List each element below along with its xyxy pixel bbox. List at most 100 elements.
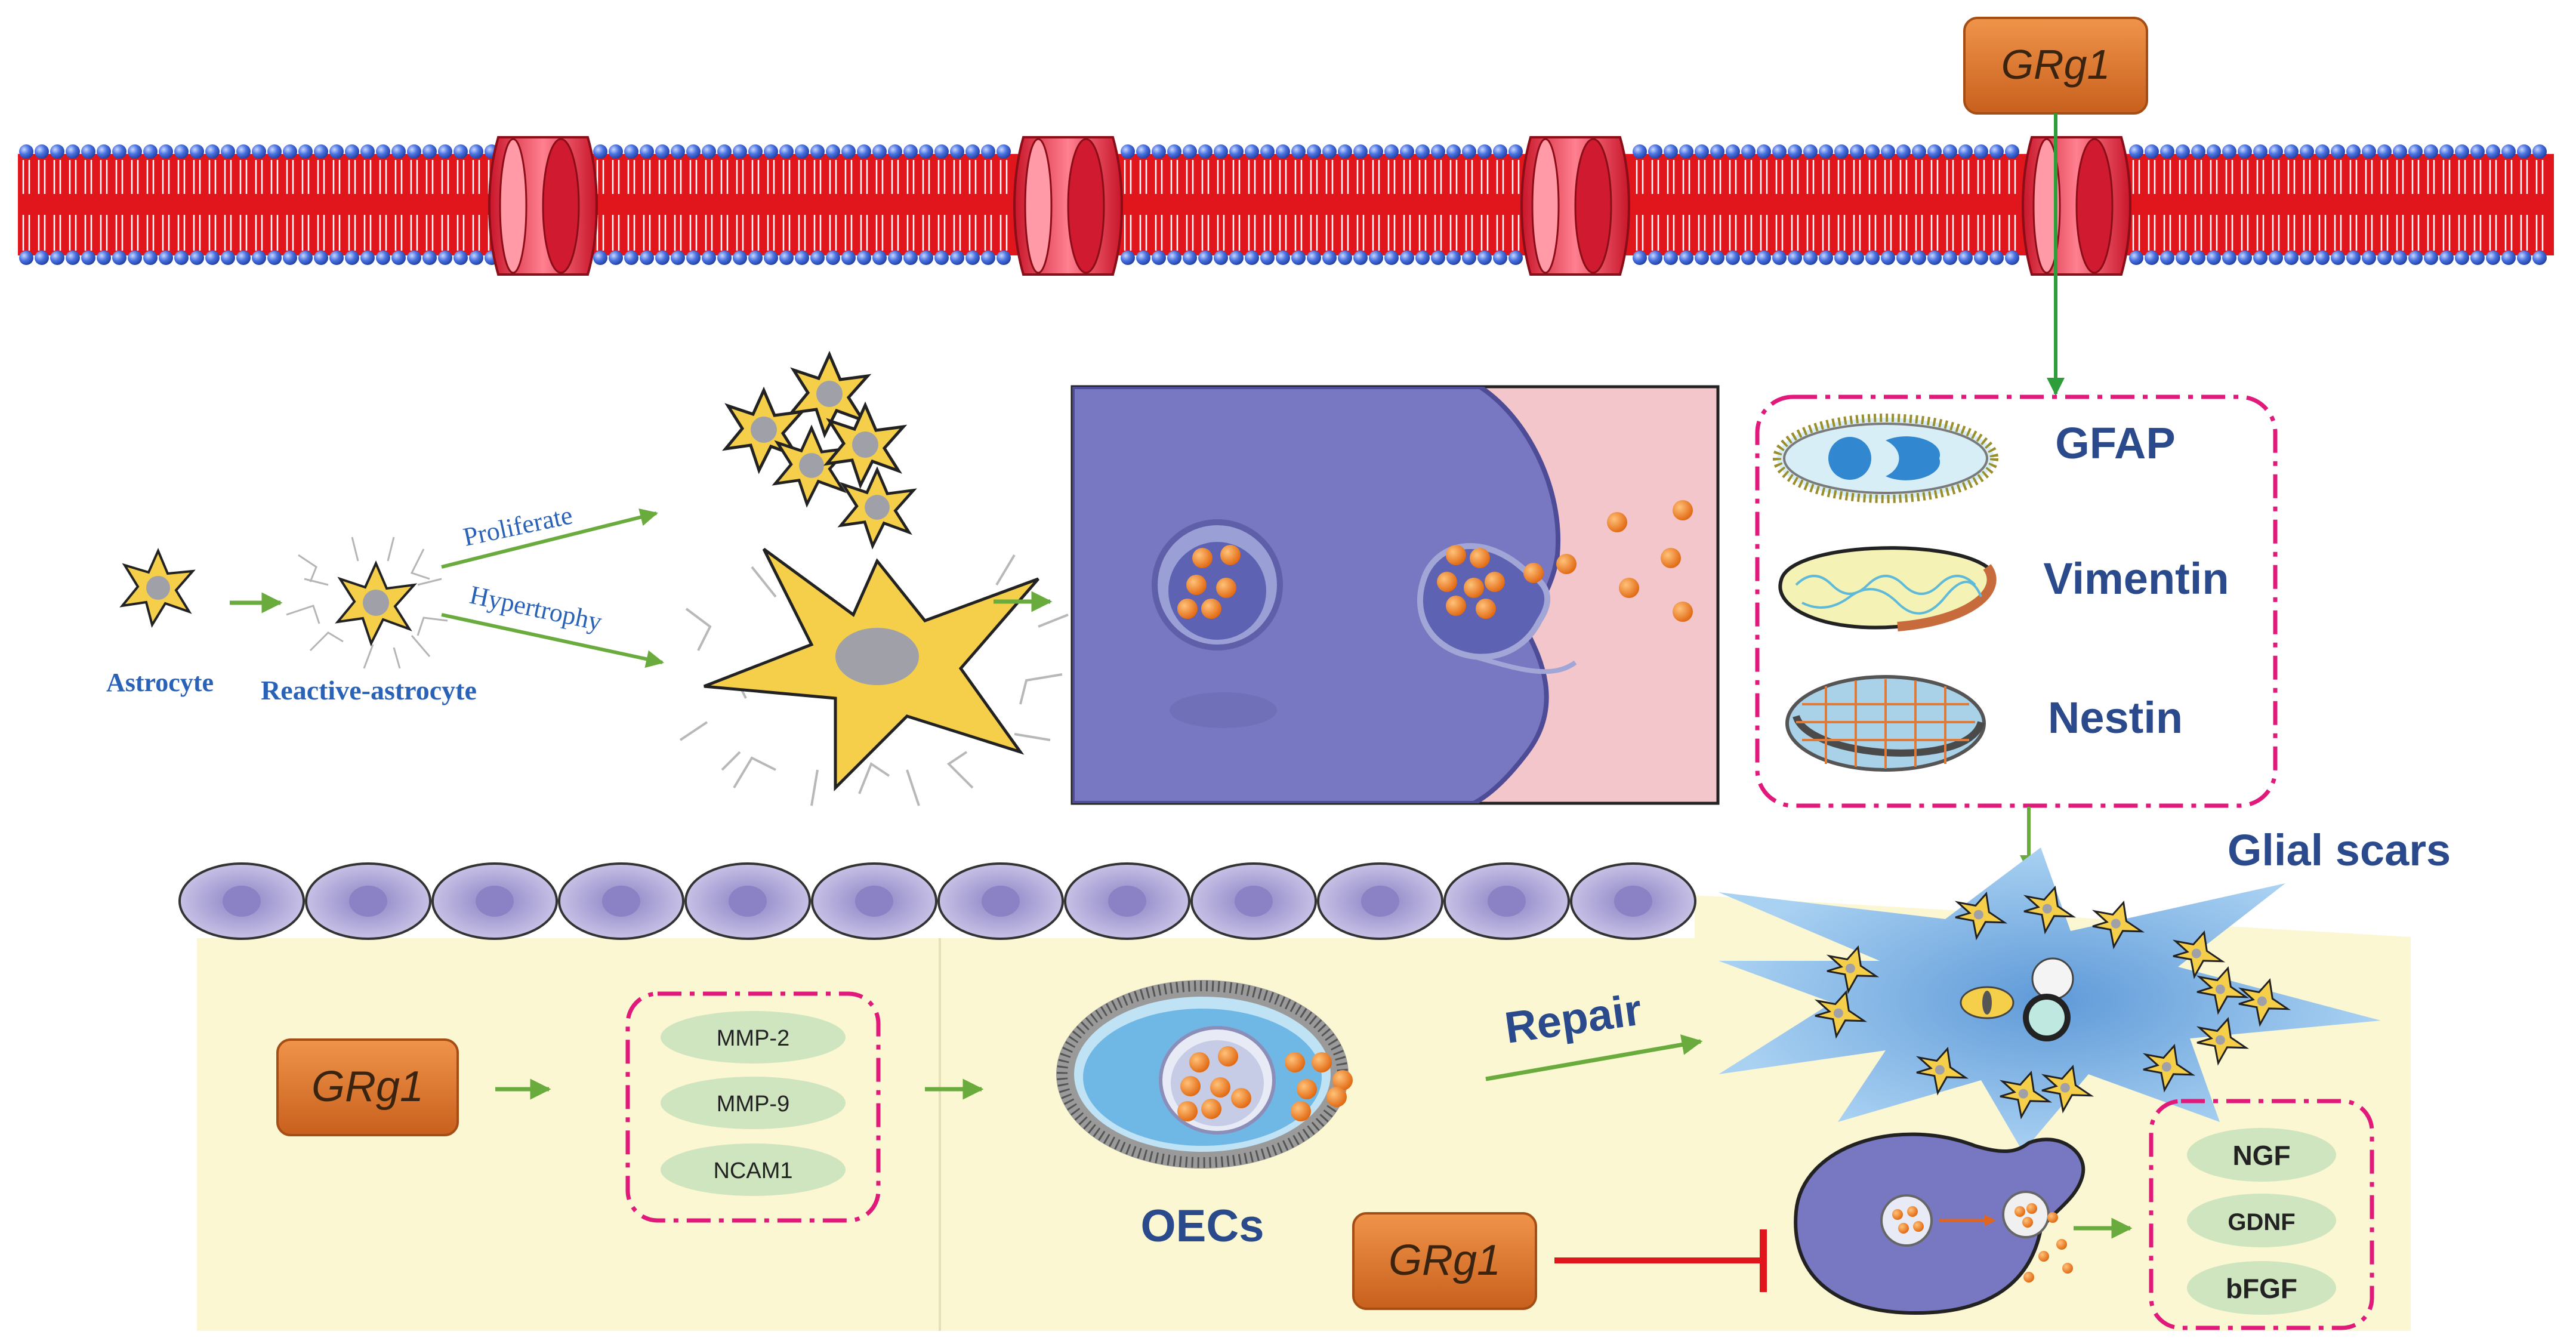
lipid-head-bottom [795, 251, 809, 265]
lipid-head-bottom [1136, 251, 1150, 265]
lipid-tail [255, 160, 263, 251]
lipid-tail [2210, 160, 2218, 251]
lipid-tail [425, 160, 434, 251]
lipid-tail [627, 160, 635, 251]
lipid-tail [891, 160, 899, 251]
lipid-head-top [1927, 144, 1942, 159]
hypertrophic-astrocyte-icon [679, 547, 1069, 806]
lipid-tail [1217, 160, 1225, 251]
orange-particle [1216, 578, 1236, 598]
lipid-tail [1884, 160, 1892, 251]
lipid-head-bottom [2362, 251, 2376, 265]
lipid-head-bottom [2439, 251, 2454, 265]
lipid-tail [2535, 160, 2544, 251]
lipid-head-bottom [2331, 251, 2345, 265]
lipid-tail [2287, 160, 2296, 251]
lipid-tail [658, 160, 667, 251]
lipid-head-top [1183, 144, 1197, 159]
lipid-tail [441, 160, 449, 251]
lipid-head-bottom [2470, 251, 2485, 265]
lipid-tail [844, 160, 853, 251]
lipid-head-bottom [1927, 251, 1942, 265]
lipid-head-top [872, 144, 887, 159]
orange-particle [1218, 1046, 1238, 1066]
lipid-head-top [1493, 144, 1507, 159]
lipid-head-top [748, 144, 763, 159]
lipid-head-top [2315, 144, 2330, 159]
lipid-head-bottom [128, 251, 142, 265]
lipid-head-top [2005, 144, 2019, 159]
lipid-head-bottom [609, 251, 623, 265]
proliferate-arrow [441, 508, 658, 569]
proliferated-astrocyte-cluster [721, 350, 917, 550]
lipid-head-top [1757, 144, 1771, 159]
mmp-box: MMP-2 MMP-9 NCAM1 [625, 991, 881, 1223]
orange-particle [2047, 1212, 2058, 1223]
lipid-head-top [1384, 144, 1399, 159]
lipid-head-bottom [1183, 251, 1197, 265]
lipid-head-bottom [2408, 251, 2423, 265]
lipid-tail [1170, 160, 1179, 251]
cell-nucleus [855, 886, 893, 917]
lipid-head-bottom [1462, 251, 1476, 265]
lipid-tail [332, 160, 341, 251]
lipid-head-top [2408, 144, 2423, 159]
membrane-channel-icon [1520, 136, 1630, 276]
grg1-top-box: GRg1 [1963, 17, 2148, 115]
lipid-head-bottom [97, 251, 111, 265]
scar-astrocyte-icon [1826, 945, 1880, 994]
lipid-head-bottom [950, 251, 964, 265]
grg1-bottom-label: GRg1 [1389, 1237, 1501, 1284]
lipid-tail [2427, 160, 2435, 251]
orange-particle [1332, 1070, 1353, 1090]
lipid-tail [239, 160, 248, 251]
orange-particle [2026, 1203, 2037, 1214]
lipid-tail [2520, 160, 2528, 251]
astrocyte-cluster-star-icon [823, 401, 908, 489]
lipid-head-bottom [66, 251, 80, 265]
lipid-head-bottom [655, 251, 670, 265]
lipid-head-top [1679, 144, 1693, 159]
ncam1-pill [661, 1143, 846, 1196]
orange-particle [1220, 545, 1241, 565]
lipid-head-bottom [810, 251, 825, 265]
lipid-head-bottom [205, 251, 220, 265]
lipid-head-top [1881, 144, 1895, 159]
lipid-tail [1387, 160, 1396, 251]
lipid-head-bottom [2191, 251, 2205, 265]
lipid-tail [1248, 160, 1256, 251]
lipid-head-top [1989, 144, 2004, 159]
lipid-tail [1341, 160, 1349, 251]
lipid-head-bottom [1896, 251, 1911, 265]
scar-astrocyte-icon [2196, 966, 2250, 1015]
lipid-head-top [2377, 144, 2392, 159]
orange-particle [1201, 599, 1221, 619]
lipid-head-bottom [267, 251, 282, 265]
scar-astrocyte-nucleus [2215, 1035, 2225, 1045]
lipid-head-bottom [376, 251, 390, 265]
lipid-tail [1899, 160, 1908, 251]
lipid-tail [1729, 160, 1737, 251]
scar-astrocyte-icon [1999, 1071, 2053, 1120]
lipid-head-top [1664, 144, 1678, 159]
lipid-tail [2442, 160, 2451, 251]
orange-particle [1180, 1076, 1201, 1096]
lipid-tail [115, 160, 124, 251]
lipid-tail [1511, 160, 1520, 251]
lipid-tail [1418, 160, 1427, 251]
lipid-head-top [1369, 144, 1383, 159]
lipid-head-bottom [1167, 251, 1181, 265]
lipid-head-bottom [298, 251, 313, 265]
lipid-head-bottom [422, 251, 437, 265]
astrocyte-progression: Astrocyte Reactive-astrocyte Proliferate… [106, 350, 1069, 806]
lipid-head-bottom [2486, 251, 2500, 265]
lipid-tail [2272, 160, 2280, 251]
endothelial-cell-icon [1443, 862, 1570, 940]
lipid-head-bottom [1307, 251, 1321, 265]
lipid-head-top [1307, 144, 1321, 159]
lipid-head-bottom [1477, 251, 1492, 265]
lipid-tail [2396, 160, 2404, 251]
orange-particle [1673, 602, 1693, 622]
lipid-tail [2349, 160, 2358, 251]
lipid-head-bottom [407, 251, 421, 265]
